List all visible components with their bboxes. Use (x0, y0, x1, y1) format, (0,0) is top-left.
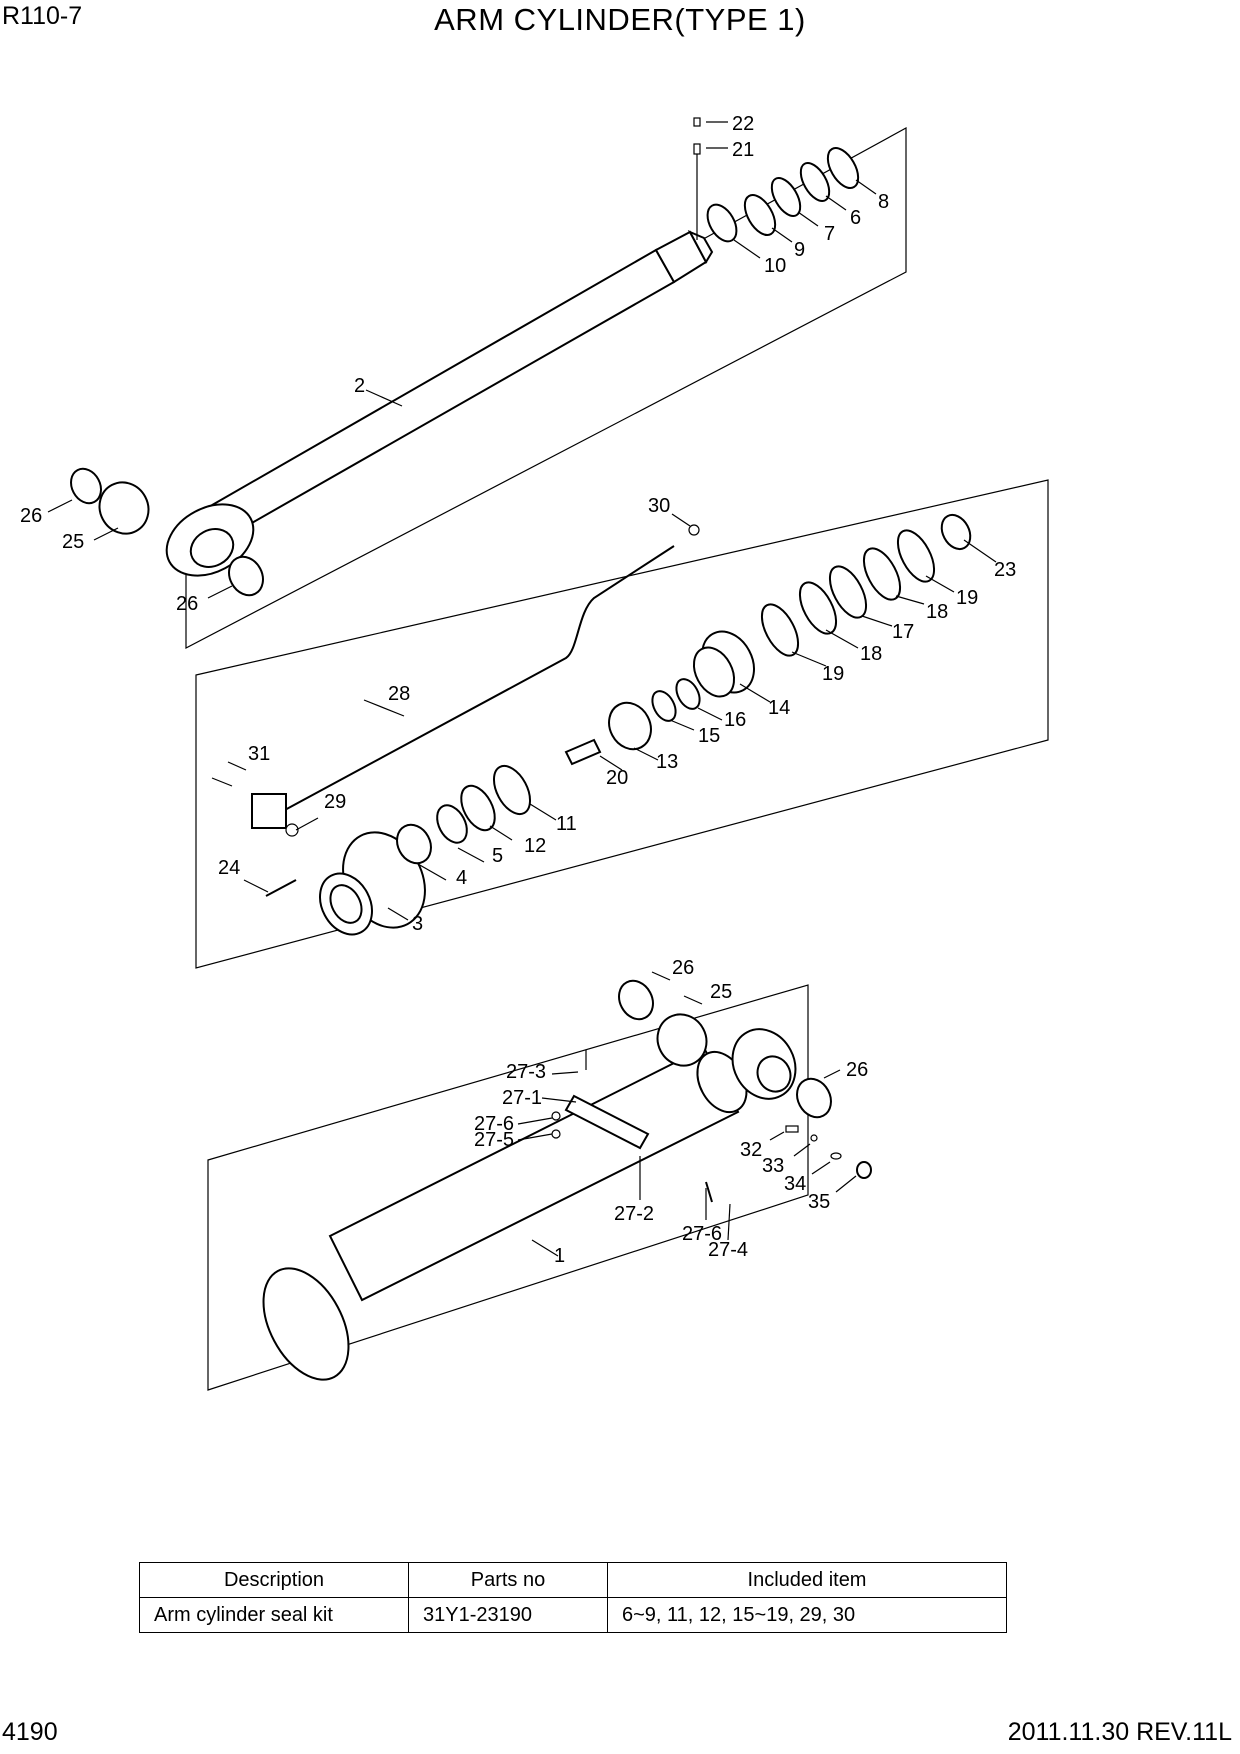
callout-11: 11 (556, 813, 577, 835)
callout-8: 8 (878, 191, 889, 213)
callout-34: 34 (784, 1173, 806, 1195)
revision-label: 2011.11.30 REV.11L (1007, 1718, 1232, 1746)
callout-26-d: 26 (846, 1059, 868, 1081)
callout-30: 30 (648, 495, 670, 517)
callout-4: 4 (456, 867, 467, 889)
table-row: Arm cylinder seal kit 31Y1-23190 6~9, 11… (139, 1597, 1007, 1633)
callout-27-3: 27-3 (506, 1061, 546, 1083)
callout-23: 23 (994, 559, 1016, 581)
callout-21: 21 (732, 139, 754, 161)
callout-14: 14 (768, 697, 790, 719)
callout-27-5: 27-5 (474, 1129, 514, 1151)
callout-20: 20 (606, 767, 628, 789)
callout-29: 29 (324, 791, 346, 813)
callout-22: 22 (732, 113, 754, 135)
page-number: 4190 (2, 1718, 58, 1746)
callout-9: 9 (794, 239, 805, 261)
callout-26-b: 26 (176, 593, 198, 615)
callout-26-a: 26 (20, 505, 42, 527)
page-title: ARM CYLINDER(TYPE 1) (434, 2, 806, 37)
column-header: Parts no (408, 1562, 608, 1598)
callout-31: 31 (248, 743, 270, 765)
piston-nut (940, 513, 972, 551)
callout-6: 6 (850, 207, 861, 229)
pipe (269, 545, 675, 819)
piston-rod (165, 229, 714, 577)
callout-27-2: 27-2 (614, 1203, 654, 1225)
callout-27-6-a: 27-6 (474, 1113, 514, 1135)
callout-33: 33 (762, 1155, 784, 1177)
callout-19-a: 19 (956, 587, 978, 609)
callout-5: 5 (492, 845, 503, 867)
callout-1: 1 (554, 1245, 565, 1267)
rod-end-bushing (70, 467, 264, 597)
callout-7: 7 (824, 223, 835, 245)
table-header-row: Description Parts no Included item (139, 1562, 1007, 1598)
callout-24: 24 (218, 857, 240, 879)
callout-17: 17 (892, 621, 914, 643)
bolt (265, 879, 297, 897)
callout-16: 16 (724, 709, 746, 731)
seal-kit-table: Description Parts no Included item Arm c… (139, 1562, 1007, 1633)
table-cell: 31Y1-23190 (408, 1597, 608, 1633)
callout-3: 3 (412, 913, 423, 935)
table-cell: Arm cylinder seal kit (139, 1597, 409, 1633)
column-header: Included item (607, 1562, 1007, 1598)
callout-27-4: 27-4 (708, 1239, 748, 1261)
band (564, 1094, 650, 1150)
callout-18-a: 18 (926, 601, 948, 623)
callout-32: 32 (740, 1139, 762, 1161)
table-cell: 6~9, 11, 12, 15~19, 29, 30 (607, 1597, 1007, 1633)
callout-25-b: 25 (710, 981, 732, 1003)
column-header: Description (139, 1562, 409, 1598)
rod-seal-rings (693, 117, 860, 243)
pipe-flange (251, 793, 287, 829)
callout-2: 2 (354, 375, 365, 397)
cylinder-tube (262, 1028, 797, 1381)
head-piston-group-frame (195, 479, 1049, 969)
callout-10: 10 (764, 255, 786, 277)
callout-25-a: 25 (62, 531, 84, 553)
callout-15: 15 (698, 725, 720, 747)
callout-19-b: 19 (822, 663, 844, 685)
callout-28: 28 (388, 683, 410, 705)
callout-35: 35 (808, 1191, 830, 1213)
callout-27-6-b: 27-6 (682, 1223, 722, 1245)
model-label: R110-7 (2, 2, 83, 30)
callout-26-c: 26 (672, 957, 694, 979)
callout-18-b: 18 (860, 643, 882, 665)
tube-group-frame (207, 984, 809, 1391)
callout-12: 12 (524, 835, 546, 857)
callout-13: 13 (656, 751, 678, 773)
callout-27-1: 27-1 (502, 1087, 542, 1109)
piston (692, 630, 755, 698)
